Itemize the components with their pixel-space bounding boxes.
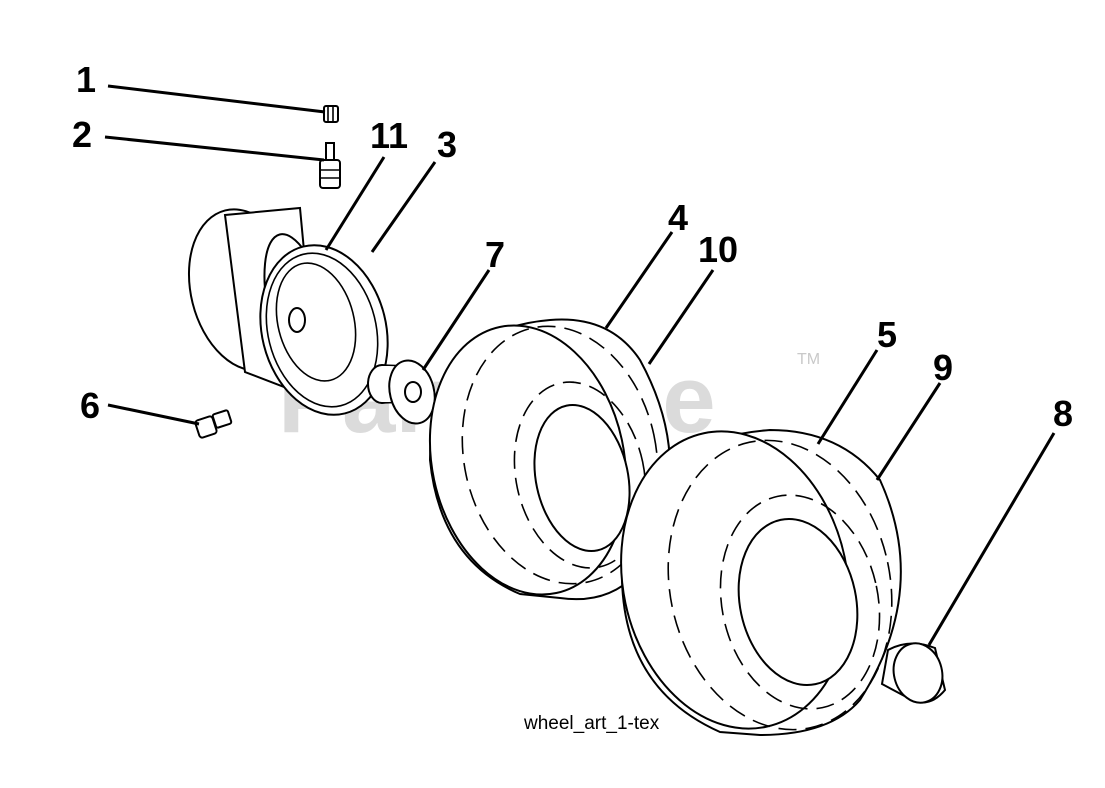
figure-caption: wheel_art_1-tex (523, 713, 660, 734)
callout-10: 10 (698, 229, 738, 270)
callout-6: 6 (80, 385, 100, 426)
callout-9: 9 (933, 347, 953, 388)
front-tire (428, 318, 671, 601)
watermark-trademark: TM (797, 351, 820, 368)
callout-4: 4 (668, 197, 688, 238)
callout-2: 2 (72, 114, 92, 155)
callout-5: 5 (877, 314, 897, 355)
bushing (367, 359, 436, 425)
callout-8: 8 (1053, 393, 1073, 434)
hub-cap (880, 642, 947, 704)
callout-7: 7 (485, 234, 505, 275)
callout-11: 11 (370, 115, 408, 156)
callout-1: 1 (76, 59, 96, 100)
wheel-rim (187, 206, 389, 416)
valve-cap (323, 105, 339, 123)
callout-3: 3 (437, 124, 457, 165)
rear-tire (620, 428, 902, 737)
leader-lines (104, 84, 1056, 646)
grease-fitting (194, 409, 233, 439)
valve-stem (319, 142, 341, 189)
